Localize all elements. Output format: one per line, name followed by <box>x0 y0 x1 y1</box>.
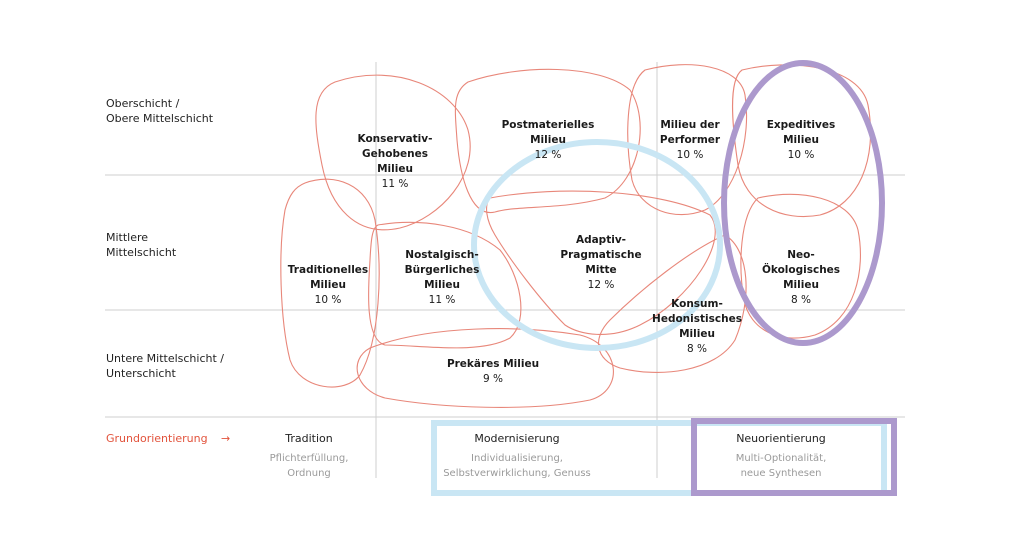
milieu-traditionell-pct: 10 % <box>315 294 342 306</box>
blob-konservativ <box>315 74 471 231</box>
milieu-expeditiv-pct: 10 % <box>788 149 815 161</box>
orientation-neu-sub-1: Multi-Optionalität, <box>736 453 827 464</box>
orientation-modern-sub-1: Individualisierung, <box>471 453 563 464</box>
milieu-traditionell-line-2: Milieu <box>310 279 346 291</box>
milieu-nostalgisch-pct: 11 % <box>429 294 456 306</box>
milieu-performer-line-1: Milieu der <box>660 119 720 131</box>
orientation-modern-title: Modernisierung <box>474 432 559 445</box>
orientation-tradition-title: Tradition <box>284 432 333 445</box>
milieu-labels: Konservativ- Gehobenes Milieu 11 % Postm… <box>288 119 840 385</box>
milieu-adaptiv-pct: 12 % <box>588 279 615 291</box>
row-label-lower-1: Untere Mittelschicht / <box>106 352 224 365</box>
milieu-konsum-line-1: Konsum- <box>671 298 723 310</box>
milieu-postmateriell-line-2: Milieu <box>530 134 566 146</box>
blob-neooeko <box>740 193 861 339</box>
milieu-neooeko-line-2: Ökologisches <box>762 262 840 276</box>
milieu-konsum-line-2: Hedonistisches <box>652 313 742 325</box>
milieu-postmateriell-line-1: Postmaterielles <box>502 119 595 131</box>
milieu-konservativ-line-1: Konservativ- <box>358 133 433 145</box>
milieu-traditionell-line-1: Traditionelles <box>288 264 368 276</box>
orientation-neu-title: Neuorientierung <box>736 432 826 445</box>
milieu-neooeko-line-3: Milieu <box>783 279 819 291</box>
milieu-nostalgisch-line-2: Bürgerliches <box>405 264 480 276</box>
milieu-neooeko-line-1: Neo- <box>787 249 814 261</box>
row-label-middle-1: Mittlere <box>106 231 148 244</box>
milieu-performer-pct: 10 % <box>677 149 704 161</box>
blob-adaptiv <box>486 190 716 335</box>
blob-postmateriell <box>454 68 641 214</box>
row-labels: Oberschicht / Obere Mittelschicht Mittle… <box>106 97 224 380</box>
milieu-expeditiv-line-1: Expeditives <box>767 119 836 131</box>
milieu-konservativ-pct: 11 % <box>382 178 409 190</box>
milieu-prekaer-line-1: Prekäres Milieu <box>447 358 539 370</box>
milieu-konservativ-line-2: Gehobenes <box>362 148 428 160</box>
blob-nostalgisch <box>368 221 522 349</box>
row-label-middle-2: Mittelschicht <box>106 246 177 259</box>
grundorientierung-arrow-icon: → <box>221 432 230 445</box>
row-label-upper-2: Obere Mittelschicht <box>106 112 214 125</box>
milieu-adaptiv-line-3: Mitte <box>585 264 616 276</box>
blob-prekaer <box>356 328 614 408</box>
highlight-ellipse-purple <box>721 60 885 346</box>
milieu-nostalgisch-line-3: Milieu <box>424 279 460 291</box>
milieu-adaptiv-line-2: Pragmatische <box>560 249 641 261</box>
row-label-upper-1: Oberschicht / <box>106 97 180 110</box>
milieu-konsum-line-3: Milieu <box>679 328 715 340</box>
milieu-outlines <box>280 64 872 408</box>
highlight-rect-blue <box>431 420 887 496</box>
grundorientierung-label: Grundorientierung <box>106 432 208 445</box>
orientation-modern-sub-2: Selbstverwirklichung, Genuss <box>443 468 591 479</box>
orientation-footer: Grundorientierung → Tradition Pflichterf… <box>106 432 826 479</box>
orientation-tradition-sub-1: Pflichterfüllung, <box>270 453 349 464</box>
orientation-tradition-sub-2: Ordnung <box>287 468 331 479</box>
milieu-prekaer-pct: 9 % <box>483 373 503 385</box>
milieu-performer-line-2: Performer <box>660 134 721 146</box>
milieu-konservativ-line-3: Milieu <box>377 163 413 175</box>
milieu-konsum-pct: 8 % <box>687 343 707 355</box>
milieu-postmateriell-pct: 12 % <box>535 149 562 161</box>
milieu-nostalgisch-line-1: Nostalgisch- <box>405 249 478 261</box>
row-label-lower-2: Unterschicht <box>106 367 176 380</box>
milieu-adaptiv-line-1: Adaptiv- <box>576 234 626 246</box>
blob-traditionell <box>280 178 380 388</box>
milieu-neooeko-pct: 8 % <box>791 294 811 306</box>
orientation-neu-sub-2: neue Synthesen <box>741 468 822 479</box>
highlight-circle-blue <box>471 139 723 351</box>
milieu-expeditiv-line-2: Milieu <box>783 134 819 146</box>
highlight-rect-purple <box>691 418 897 496</box>
